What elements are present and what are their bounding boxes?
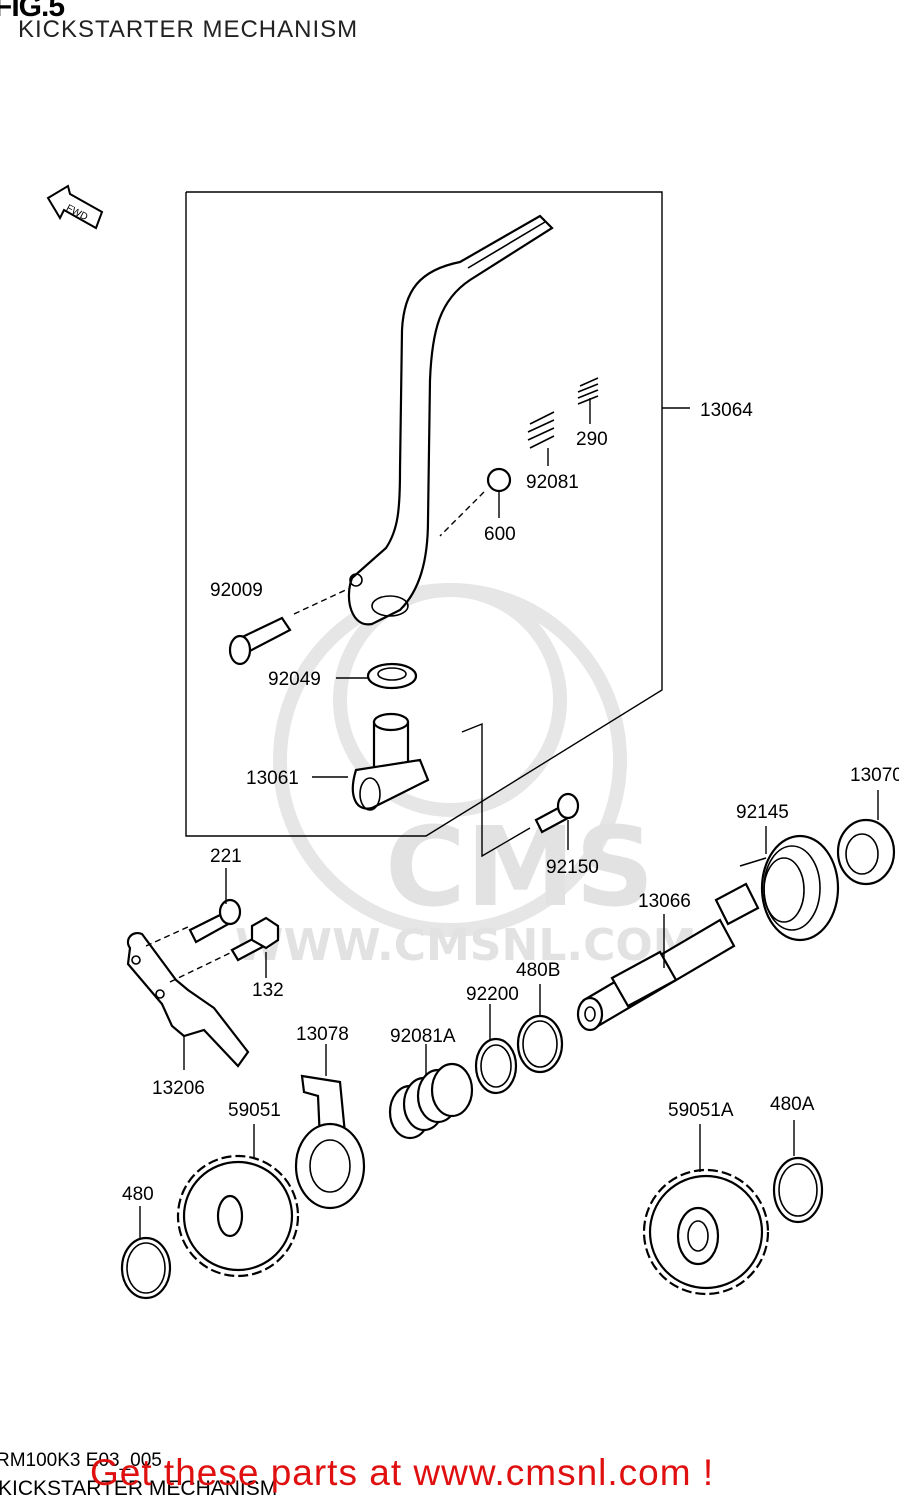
- label-92145: 92145: [736, 802, 789, 823]
- label-13206: 13206: [152, 1078, 205, 1099]
- stopper-plate-13206: [126, 925, 250, 1070]
- label-92150: 92150: [546, 857, 599, 878]
- circlip-480A: [772, 1120, 824, 1224]
- washer-92049: [336, 662, 418, 690]
- label-13078: 13078: [296, 1024, 349, 1045]
- label-13070: 13070: [850, 765, 899, 786]
- label-13064: 13064: [700, 400, 753, 421]
- bolt-92150: [461, 722, 580, 858]
- label-92049: 92049: [268, 669, 321, 690]
- watermark-logo: CMS WWW.CMSNL.COM: [235, 583, 697, 971]
- diagram-code: RM100K3 E03_005: [0, 1450, 162, 1471]
- label-480: 480: [122, 1184, 154, 1205]
- kick-lever-assembly-box: [185, 191, 663, 837]
- spring-290: [577, 377, 599, 424]
- bolt-132: [230, 916, 280, 978]
- ratchet-13078: [294, 1044, 366, 1210]
- label-92081A: 92081A: [390, 1026, 456, 1047]
- fwd-arrow-icon: FWD: [46, 184, 104, 230]
- guide-13070: [836, 790, 896, 886]
- shaft-13061: [312, 712, 430, 811]
- label-92200: 92200: [466, 984, 519, 1005]
- bolt-221: [188, 868, 242, 944]
- label-480A: 480A: [770, 1094, 815, 1115]
- label-132: 132: [252, 980, 284, 1001]
- figure-title: KICKSTARTER MECHANISM: [18, 16, 359, 43]
- gear-59051A: [642, 1124, 770, 1296]
- bolt-92009: [228, 587, 351, 666]
- circlip-480: [120, 1206, 172, 1300]
- label-480B: 480B: [516, 960, 560, 981]
- label-59051A: 59051A: [668, 1100, 734, 1121]
- label-59051: 59051: [228, 1100, 281, 1121]
- label-92009: 92009: [210, 580, 263, 601]
- kick-shaft-13066: [576, 882, 760, 1032]
- spring-92081A: [388, 1044, 474, 1140]
- watermark-logo-text: CMS: [385, 803, 654, 931]
- torsion-spring-92145: [739, 826, 840, 942]
- footer-title: KICKSTARTER MECHANISM: [0, 1477, 278, 1500]
- ball-600: [439, 467, 512, 537]
- label-13066: 13066: [638, 891, 691, 912]
- label-92081: 92081: [526, 472, 579, 493]
- watermark-url: WWW.CMSNL.COM: [235, 920, 697, 971]
- label-13061: 13061: [246, 768, 299, 789]
- promo-link[interactable]: Get these parts at www.cmsnl.com !: [90, 1452, 715, 1493]
- label-221: 221: [210, 846, 242, 867]
- circlip-480B: [516, 984, 564, 1074]
- label-290: 290: [576, 429, 608, 450]
- kick-lever-part: [347, 214, 554, 626]
- spring-92081: [527, 411, 555, 466]
- label-600: 600: [484, 524, 516, 545]
- washer-92200: [474, 1004, 518, 1095]
- figure-number: FIG.5: [0, 0, 65, 23]
- gear-59051: [176, 1124, 300, 1278]
